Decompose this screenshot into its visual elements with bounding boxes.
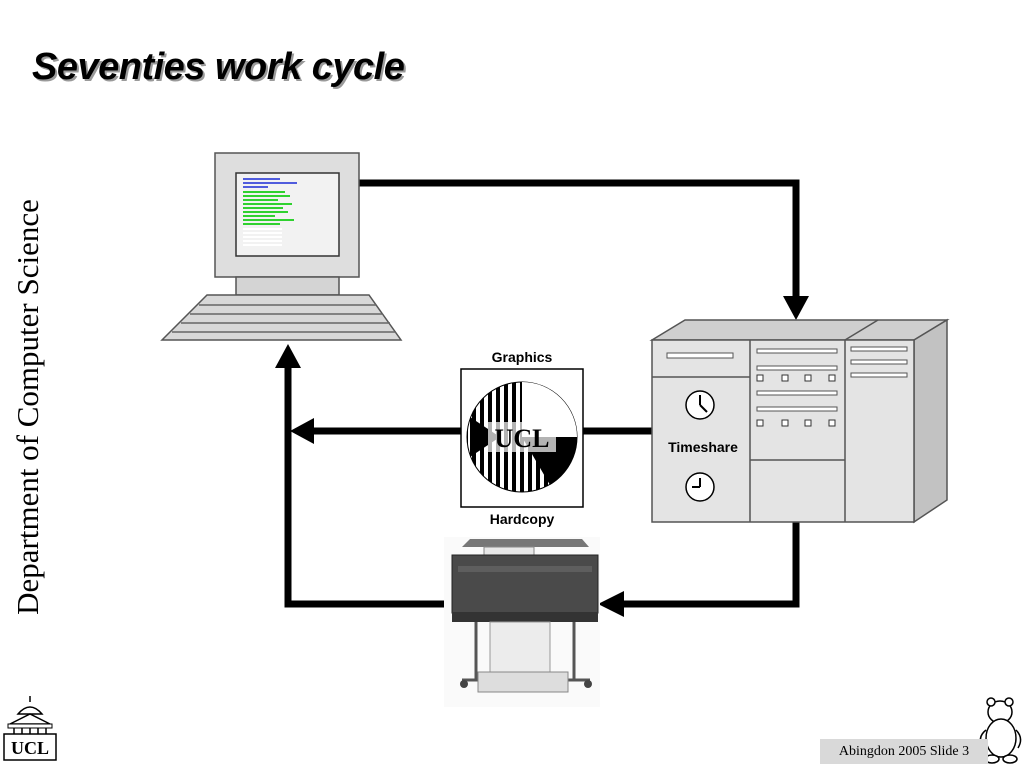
slide-title: Seventies work cycle — [32, 46, 405, 88]
ucl-logo-text: UCL — [11, 738, 49, 758]
slide-footer: Abingdon 2005 Slide 3 — [820, 739, 988, 764]
arrow-terminal-to-mainframe — [359, 179, 800, 298]
printer-icon — [444, 537, 600, 707]
timeshare-label: Timeshare — [668, 439, 738, 455]
arrow-mainframe-to-printer — [622, 522, 800, 608]
arrowhead-up — [275, 344, 301, 368]
spiral-graphic-icon: UCL — [466, 381, 578, 493]
clock-icon — [685, 472, 715, 502]
graphics-label: Graphics — [492, 349, 553, 365]
graphics-output: Graphics UCL Hardcopy — [460, 349, 584, 527]
arrowhead-left-graphics — [290, 418, 314, 444]
arrowhead-left-printer — [598, 591, 624, 617]
mainframe-icon: Timeshare — [649, 318, 950, 524]
ucl-portico-icon: UCL — [3, 696, 57, 761]
ucl-graphic-text: UCL — [495, 424, 550, 453]
hardcopy-label: Hardcopy — [490, 511, 555, 527]
flow-arrows — [275, 179, 809, 617]
clock-icon — [685, 390, 715, 420]
terminal-icon — [160, 152, 403, 341]
bear-mascot-icon — [979, 697, 1022, 764]
arrowhead-down — [783, 296, 809, 320]
arrow-printer-to-terminal — [284, 366, 450, 608]
